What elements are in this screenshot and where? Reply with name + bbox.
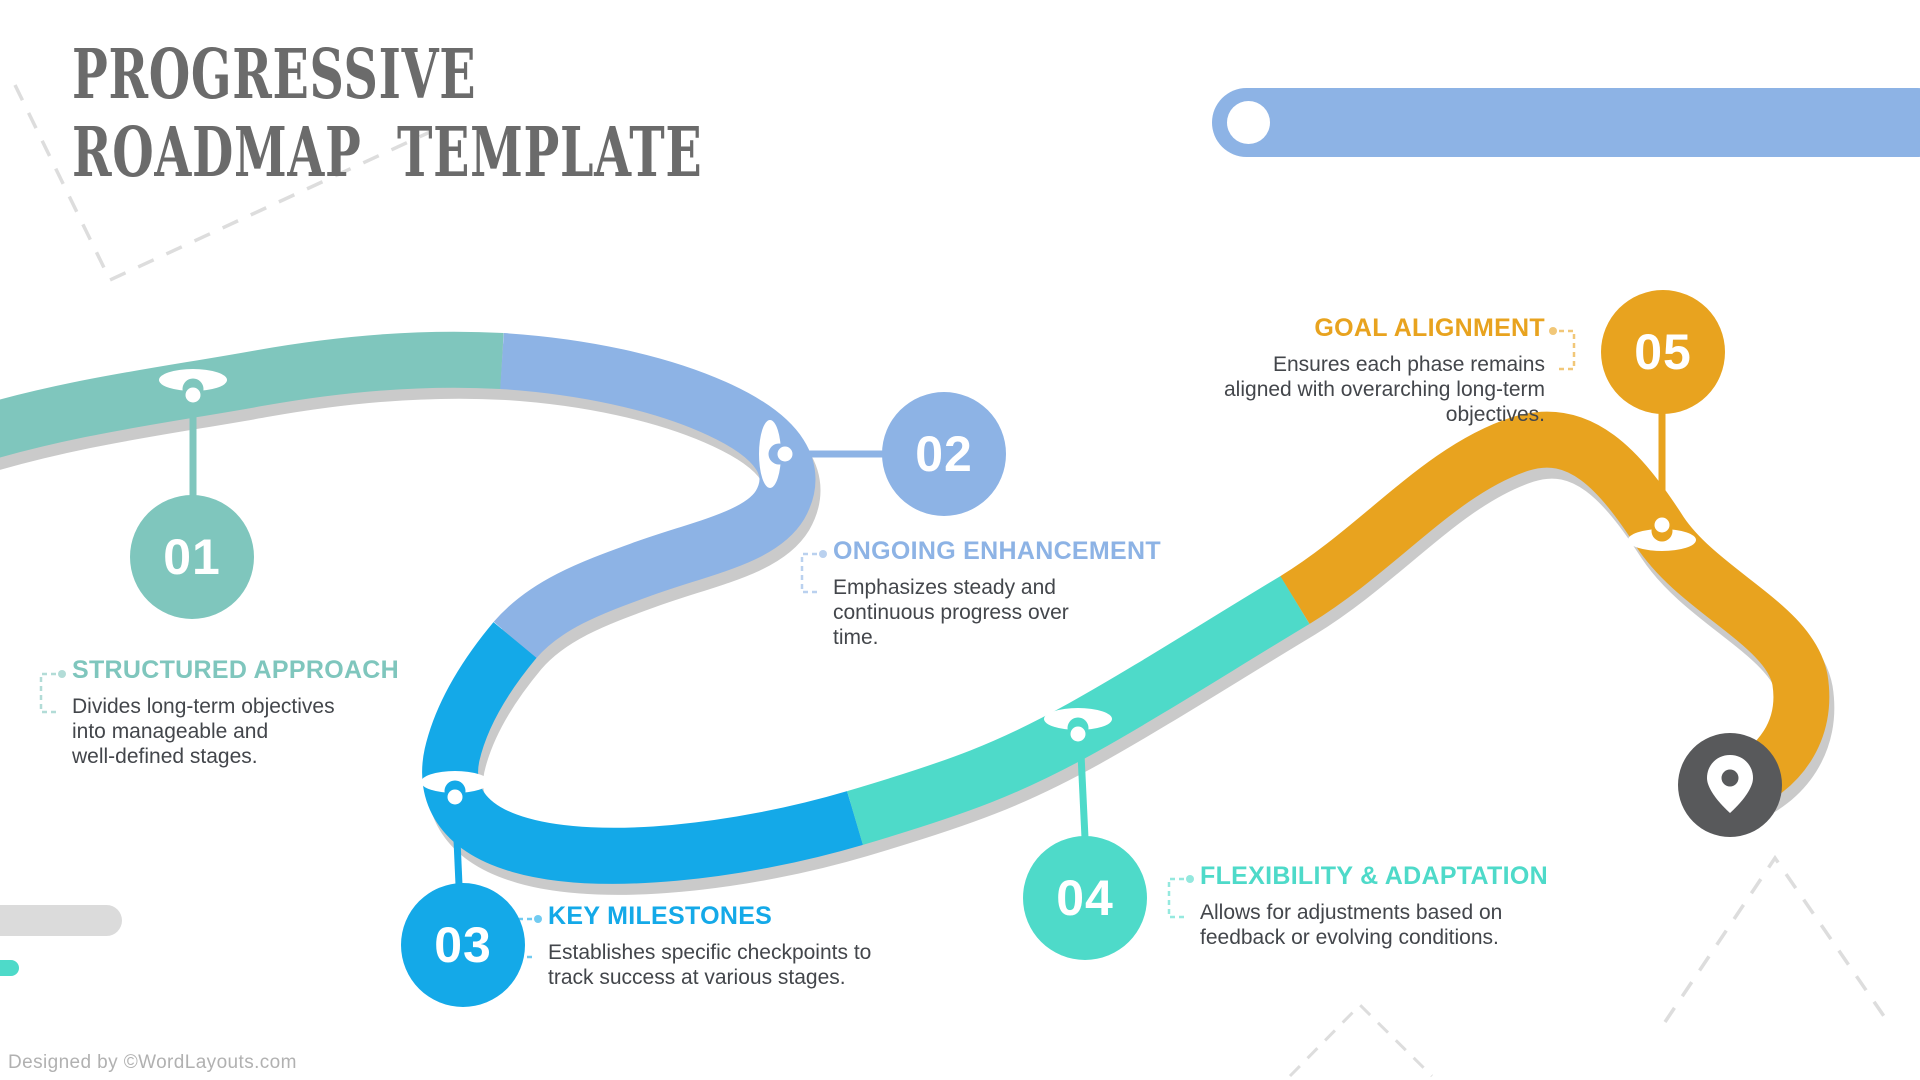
- stage4-description: Allows for adjustments based on feedback…: [1200, 901, 1503, 949]
- stage4-text-block: FLEXIBILITY & ADAPTATION Allows for adju…: [1200, 862, 1548, 950]
- stage1-callout-bracket: [39, 670, 66, 714]
- stage4-number-badge: 04: [1023, 836, 1147, 960]
- decoration-dashed-chevron-bottom-right: [1663, 854, 1890, 1023]
- stage3-title: KEY MILESTONES: [548, 902, 773, 930]
- bottom-gray-bar: [0, 905, 122, 936]
- road-segment-1: [0, 331, 504, 458]
- stage5-title: GOAL ALIGNMENT: [1314, 314, 1545, 342]
- stage1-number: 01: [163, 529, 221, 585]
- stage3-text-block: KEY MILESTONES Establishes specific chec…: [548, 902, 871, 990]
- page-title-line1: PROGRESSIVE: [72, 35, 477, 115]
- decoration-dashed-chevron-bottom-mid: [1288, 1002, 1434, 1078]
- credit-text: Designed by ©WordLayouts.com: [8, 1052, 297, 1073]
- stage5-text-block: GOAL ALIGNMENT Ensures each phase remain…: [1224, 314, 1545, 427]
- decoration-dashed-check-top-left: [13, 84, 431, 283]
- stage3-callout-bracket: [515, 915, 542, 959]
- stage5-number-badge: 05: [1601, 290, 1725, 414]
- stage5-number: 05: [1634, 324, 1692, 380]
- stage1-title: STRUCTURED APPROACH: [72, 656, 400, 684]
- stage5-description: Ensures each phase remains aligned with …: [1224, 353, 1545, 426]
- road-segment-5: [1280, 411, 1830, 814]
- stage2-number-badge: 02: [882, 392, 1006, 516]
- stage4-title: FLEXIBILITY & ADAPTATION: [1200, 862, 1548, 890]
- stage4-road-pin-icon: [1044, 708, 1112, 742]
- stage3-connector: [451, 794, 463, 886]
- stage1-text-block: STRUCTURED APPROACH Divides long-term ob…: [72, 656, 399, 769]
- stage4-callout-bracket: [1167, 875, 1194, 919]
- page-title-line2: ROADMAP TEMPLATE: [72, 113, 703, 193]
- stage1-road-pin-icon: [159, 369, 227, 403]
- stage3-number: 03: [434, 917, 492, 973]
- top-progress-bar: [1212, 88, 1920, 157]
- stage2-callout-bracket: [800, 550, 827, 594]
- road-segment-3: [422, 622, 863, 884]
- stage2-text-block: ONGOING ENHANCEMENT Emphasizes steady an…: [833, 537, 1161, 650]
- stage2-number: 02: [915, 426, 973, 482]
- stage4-number: 04: [1056, 870, 1114, 926]
- stage1-description: Divides long-term objectives into manage…: [72, 695, 335, 768]
- stage2-description: Emphasizes steady and continuous progres…: [833, 576, 1069, 649]
- stage3-number-badge: 03: [401, 883, 525, 1007]
- stage3-description: Establishes specific checkpoints to trac…: [548, 941, 872, 989]
- stage1-number-badge: 01: [130, 495, 254, 619]
- stage3-road-pin-icon: [421, 771, 489, 805]
- stage5-road-pin-icon: [1628, 517, 1696, 551]
- stage2-title: ONGOING ENHANCEMENT: [833, 537, 1161, 565]
- stage5-callout-bracket: [1549, 327, 1576, 371]
- page-title: PROGRESSIVE ROADMAP TEMPLATE: [72, 36, 702, 192]
- progress-bar-knob: [1227, 101, 1270, 144]
- stage2-road-pin-icon: [759, 420, 793, 488]
- bottom-teal-bar: [0, 960, 19, 976]
- stage4-connector: [1076, 732, 1089, 839]
- destination-pin-icon: [1678, 733, 1782, 837]
- road-segment-2: [493, 333, 816, 659]
